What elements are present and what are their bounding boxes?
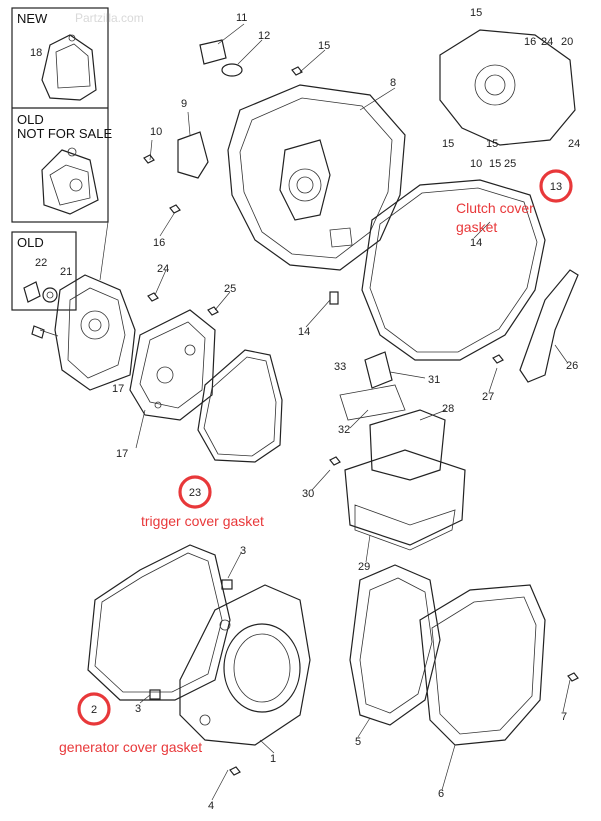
inset-old-note: NOT FOR SALE	[17, 126, 112, 141]
crankcase-cover	[227, 84, 406, 271]
highlight-ring	[77, 692, 111, 726]
inset-new-title: NEW	[17, 11, 48, 26]
part-label-15-mid2: 15	[486, 138, 498, 150]
part-label-15-low: 15	[489, 158, 501, 170]
callout-number: 2	[91, 704, 97, 716]
part-label-17b: 17	[116, 448, 128, 460]
highlight-ring	[178, 475, 212, 509]
part-label-32: 32	[338, 424, 350, 436]
reed-valve-assembly	[339, 351, 466, 551]
callout-number: 23	[189, 487, 201, 499]
part-label-16: 16	[153, 237, 165, 249]
clutch-cover-detail	[439, 29, 576, 146]
inset-old-title: OLD	[17, 112, 44, 127]
inset-old2-title: OLD	[17, 235, 44, 250]
part-label-27: 27	[482, 391, 494, 403]
o-ring	[221, 63, 243, 77]
callout-label: trigger cover gasket	[141, 513, 264, 529]
part-label-16-top: 16	[524, 36, 536, 48]
part-label-15-top: 15	[470, 7, 482, 19]
part-label-1: 1	[270, 753, 276, 765]
filler-cap	[199, 39, 227, 65]
clutch-cover-gasket	[361, 179, 546, 361]
inset-new-old-panel: NEW OLD NOT FOR SALE	[11, 7, 112, 223]
part-label-9: 9	[181, 98, 187, 110]
callout-number: 13	[550, 181, 562, 193]
part-label-14: 14	[298, 326, 310, 338]
generator-cover	[179, 584, 311, 746]
part-label-24: 24	[157, 263, 169, 275]
watermark-text: Partzilla.com	[75, 11, 144, 25]
part-label-25-top: 25	[504, 158, 516, 170]
leader-lines	[135, 23, 571, 801]
part-label-20-top: 20	[561, 36, 573, 48]
part-label-11: 11	[236, 12, 247, 24]
part-label-10-top: 10	[470, 158, 482, 170]
part-label-4: 4	[208, 800, 214, 812]
part-label-6: 6	[438, 788, 444, 800]
part-label-8: 8	[390, 77, 396, 89]
part-label-22: 22	[35, 257, 47, 269]
part-label-28: 28	[442, 403, 454, 415]
part-label-7: 7	[561, 711, 567, 723]
part-label-17a: 17	[112, 383, 124, 395]
part-label-24-right: 24	[568, 138, 580, 150]
bolts	[143, 66, 579, 776]
part-label-29: 29	[358, 561, 370, 573]
highlight-ring	[539, 169, 573, 203]
dowel-pin	[221, 579, 233, 590]
part-label-5: 5	[355, 736, 361, 748]
callout-label: gasket	[456, 219, 497, 235]
part-label-24-top: 24	[541, 36, 553, 48]
part-label-31: 31	[428, 374, 440, 386]
trigger-cover	[129, 309, 216, 421]
sprocket-cover	[349, 564, 546, 746]
callout-label: Clutch cover	[456, 200, 534, 216]
thermostat-housing-assembly	[31, 274, 136, 391]
part-label-30: 30	[302, 488, 314, 500]
part-label-10: 10	[150, 126, 162, 138]
part-number-labels: 11 12 15 8 9 10 16 24 25 14 14 22 21 18 …	[30, 7, 580, 812]
part-label-3a: 3	[240, 545, 246, 557]
generator-cover-gasket	[87, 544, 231, 701]
trigger-cover-gasket	[197, 349, 283, 463]
callout-trigger-cover-gasket: 23 trigger cover gasket	[141, 475, 264, 529]
part-label-18: 18	[30, 47, 42, 59]
part-label-15-mid: 15	[442, 138, 454, 150]
bracket	[519, 269, 579, 383]
inset-old-panel: OLD	[11, 231, 77, 311]
part-label-26: 26	[566, 360, 578, 372]
pump-cover	[177, 131, 209, 179]
callout-generator-cover-gasket: 2 generator cover gasket	[59, 692, 202, 755]
callout-label: generator cover gasket	[59, 739, 202, 755]
part-label-3b: 3	[135, 703, 141, 715]
part-label-25: 25	[224, 283, 236, 295]
part-label-14b: 14	[470, 237, 482, 249]
part-label-12: 12	[258, 30, 270, 42]
part-label-21: 21	[60, 266, 72, 278]
part-label-15: 15	[318, 40, 330, 52]
dowel-pin	[149, 689, 161, 700]
callout-clutch-cover-gasket: 13 Clutch cover gasket	[456, 169, 573, 235]
part-label-33: 33	[334, 361, 346, 373]
